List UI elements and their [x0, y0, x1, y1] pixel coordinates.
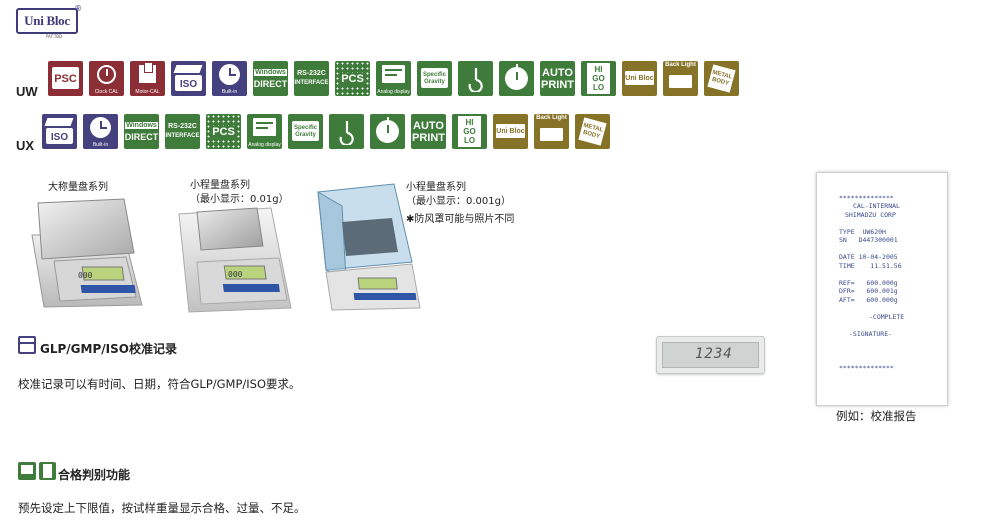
glp-section-title: GLP/GMP/ISO校准记录: [40, 342, 177, 356]
pass-section-body: 预先设定上下限值，按试样重量显示合格、过量、不足。: [18, 501, 306, 515]
built-in-icon: Built-in: [83, 114, 118, 149]
stopwatch-icon: [499, 61, 534, 96]
windshield-note: ✱防风罩可能与照片不同: [406, 214, 515, 225]
report-signature: -SIGNATURE-: [849, 329, 893, 338]
unibloc-icon: Uni Bloc: [493, 114, 528, 149]
auto-print-icon: AUTO PRINT: [411, 114, 446, 149]
logo-subtext: PAT.TBD: [46, 34, 63, 39]
motor-cal-icon: Motor-CAL: [130, 61, 165, 96]
large-pan-caption: 大称量盘系列: [48, 182, 108, 193]
ux-feature-icons: ISO Built-in Windows DIRECT RS-232C INTE…: [42, 114, 610, 149]
psc-icon: PSC: [48, 61, 83, 96]
display-sample-value: 1234: [695, 346, 733, 362]
small-pan-min-1: （最小显示：0.01g）: [190, 194, 289, 205]
analog-display-icon: Analog display: [376, 61, 411, 96]
pcs-icon: PCS: [206, 114, 241, 149]
report-time: TIME 11.51.56: [839, 261, 902, 270]
auto-print-icon: AUTO PRINT: [540, 61, 575, 96]
analog-display-small-icon: [18, 462, 36, 480]
clock-cal-icon: Clock CAL: [89, 61, 124, 96]
built-in-icon: Built-in: [212, 61, 247, 96]
rs232c-interface-icon: RS-232C INTERFACE: [165, 114, 200, 149]
report-stars-top: **************: [839, 193, 894, 202]
metal-body-icon: METAL BODY: [704, 61, 739, 96]
unibloc-icon: Uni Bloc: [622, 61, 657, 96]
report-line1: CAL-INTERNAL: [853, 202, 900, 210]
report-stars-bottom: **************: [839, 363, 894, 372]
back-light-icon: Back Light: [663, 61, 698, 96]
hook-icon: [329, 114, 364, 149]
small-pan-caption-2: 小程量盘系列: [406, 182, 466, 193]
unibloc-logo: Uni Bloc ® PAT.TBD: [16, 4, 82, 39]
specific-gravity-icon: Specific Gravity: [417, 61, 452, 96]
windshield-balance-image: [312, 182, 422, 312]
hook-icon: [458, 61, 493, 96]
report-line2: SHIMADZU CORP: [845, 210, 896, 219]
report-ref: REF= 600.000g: [839, 278, 898, 287]
report-complete: -COMPLETE: [869, 312, 905, 321]
pass-section-title: 合格判别功能: [58, 468, 131, 482]
iso-icon: ISO: [171, 61, 206, 96]
logo-registered-mark: ®: [74, 4, 82, 13]
report-aft: AFT= 600.000g: [839, 295, 898, 304]
rs232c-interface-icon: RS-232C INTERFACE: [294, 61, 329, 96]
uw-row-label: UW: [16, 84, 38, 99]
ux-row-label: UX: [16, 138, 35, 153]
report-type: TYPE UW620H: [839, 227, 886, 236]
hi-go-lo-small-icon: [39, 462, 56, 480]
hi-go-lo-icon: HI GO LO: [452, 114, 487, 149]
report-sn: SN D447300001: [839, 236, 898, 244]
windows-direct-icon: Windows DIRECT: [124, 114, 159, 149]
iso-icon: ISO: [42, 114, 77, 149]
small-pan-caption-1: 小程量盘系列: [190, 180, 250, 191]
report-dfr: DFR= 600.001g: [839, 287, 898, 295]
small-pan-min-2: （最小显示：0.001g）: [406, 196, 511, 207]
windows-direct-icon: Windows DIRECT: [253, 61, 288, 96]
display-readout-1: 000: [78, 271, 93, 280]
analog-display-icon: Analog display: [247, 114, 282, 149]
report-date: DATE 10-04-2005: [839, 253, 898, 261]
large-pan-balance-image: [24, 195, 144, 310]
glp-section-body: 校准记录可以有时间、日期，符合GLP/GMP/ISO要求。: [18, 377, 301, 391]
report-caption: 例如：校准报告: [836, 409, 917, 423]
calibration-report-image: ************** CAL-INTERNAL SHIMADZU COR…: [816, 172, 948, 406]
display-readout-2: 000: [228, 270, 243, 279]
hi-go-lo-icon: HI GO LO: [581, 61, 616, 96]
back-light-icon: Back Light: [534, 114, 569, 149]
display-sample-image: 1234: [656, 336, 765, 374]
metal-body-icon: METAL BODY: [575, 114, 610, 149]
pcs-icon: PCS: [335, 61, 370, 96]
logo-text: Uni Bloc: [16, 8, 78, 34]
stopwatch-icon: [370, 114, 405, 149]
small-pan-balance-image: [175, 200, 295, 315]
specific-gravity-icon: Specific Gravity: [288, 114, 323, 149]
uw-feature-icons: PSC Clock CAL Motor-CAL ISO Built-in Win…: [48, 61, 739, 96]
iso-small-icon: [18, 336, 36, 354]
